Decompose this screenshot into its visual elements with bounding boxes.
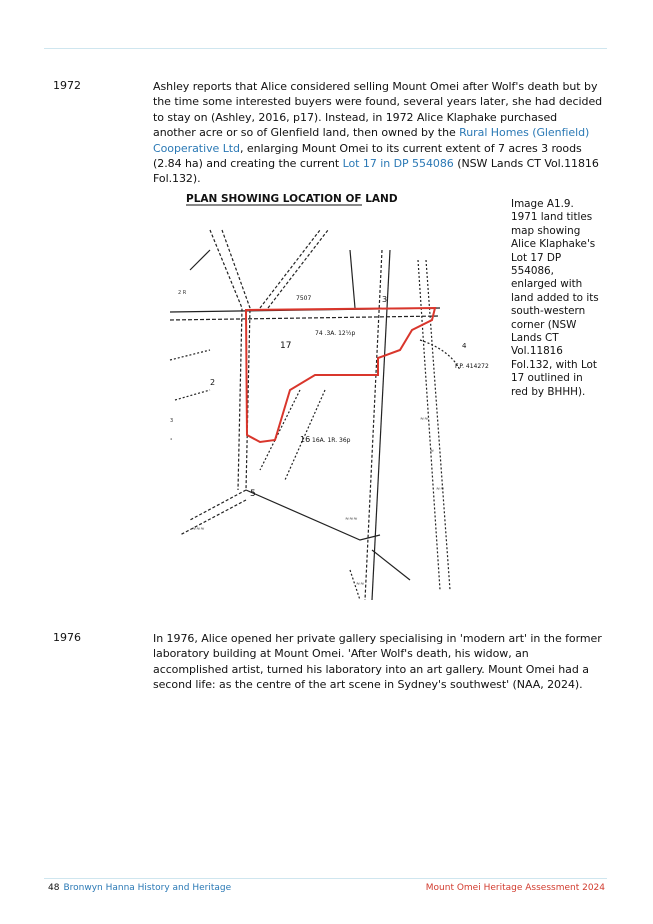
svg-text:≈≈: ≈≈ [420, 416, 428, 422]
lot-link[interactable]: Lot 17 in DP 554086 [342, 157, 454, 171]
svg-text:≈≈≈: ≈≈≈ [345, 516, 358, 522]
year-1972: 1972 [53, 79, 81, 92]
lot-5-label: 5 [250, 489, 256, 499]
svg-text:⁴: ⁴ [170, 438, 172, 444]
svg-text:3: 3 [170, 418, 173, 424]
footer-org: Bronwyn Hanna History and Heritage [63, 883, 232, 893]
label-7507: 7507 [296, 295, 311, 302]
plan-ref-label: F.P. 414272 [455, 363, 489, 370]
paragraph-1976: In 1976, Alice opened her private galler… [153, 632, 602, 692]
year-1976: 1976 [53, 631, 81, 644]
header-rule [44, 48, 607, 49]
figure-caption: Image A1.9. 1971 land titles map showing… [511, 198, 599, 398]
lot-17-label: 17 [280, 341, 291, 351]
lot-17-outline [244, 306, 437, 444]
svg-text:≈≈≈: ≈≈≈ [192, 526, 205, 532]
lot-2-label: 2 [210, 378, 215, 387]
svg-text:≈: ≈ [430, 448, 434, 454]
text-part: Ashley reports that Alice considered sel… [153, 80, 603, 140]
svg-text:≈≈: ≈≈ [436, 486, 444, 492]
page-number: 48 [48, 883, 60, 893]
svg-text:2 R: 2 R [178, 290, 187, 296]
footer-rule [44, 878, 607, 879]
area-16-label: 16A. 1R. 36p [312, 437, 351, 444]
paragraph-1972: Ashley reports that Alice considered sel… [153, 79, 603, 187]
text-part: , enlarging Mount Omei to its current ex… [153, 141, 582, 171]
map-title: PLAN SHOWING LOCATION OF LAND [186, 193, 398, 205]
cooperative-link[interactable]: Rural Homes (Glenfield) Cooperative Ltd [153, 126, 590, 155]
land-titles-map: PLAN SHOWING LOCATION OF LAND [150, 190, 500, 610]
lot-3-label: 3 [382, 295, 387, 304]
lot-4-label: 4 [462, 342, 467, 350]
text-part: (NSW Lands CT Vol.11816 Fol.132). [153, 157, 599, 186]
lot-16-label: 16 [300, 435, 310, 444]
footer-doc-title: Mount Omei Heritage Assessment 2024 [425, 883, 605, 893]
area-label: 74 .3A. 12½p [315, 330, 356, 337]
svg-text:≈≈: ≈≈ [356, 581, 364, 587]
